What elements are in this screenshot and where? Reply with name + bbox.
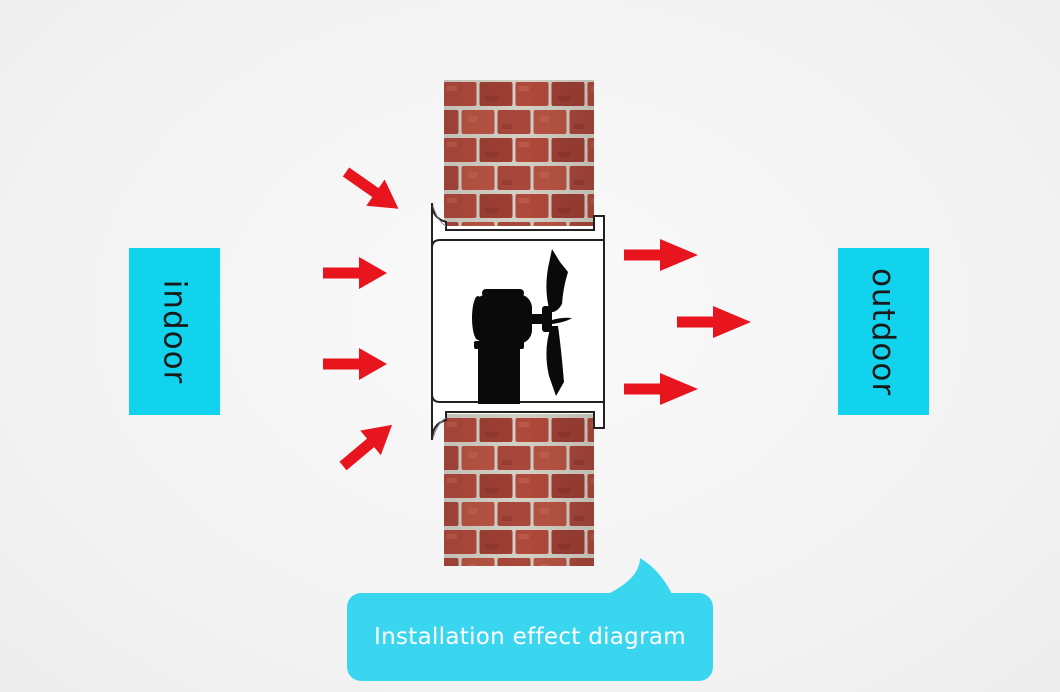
airflow-arrow-icon xyxy=(342,167,399,209)
airflow-arrows-indoor xyxy=(323,167,399,471)
outdoor-label-text: outdoor xyxy=(865,267,902,396)
outdoor-label: outdoor xyxy=(838,248,929,415)
airflow-arrow-icon xyxy=(624,373,698,405)
airflow-arrow-icon xyxy=(323,348,387,380)
indoor-label: indoor xyxy=(129,248,220,415)
airflow-arrow-icon xyxy=(339,424,393,471)
indoor-label-text: indoor xyxy=(156,279,193,384)
caption-text: Installation effect diagram xyxy=(374,624,686,650)
axial-fan-icon xyxy=(472,249,572,404)
brick-wall-bottom xyxy=(444,414,594,566)
airflow-arrows-outdoor xyxy=(624,239,751,405)
brick-wall-top xyxy=(444,80,594,230)
caption-bubble xyxy=(347,558,713,681)
airflow-arrow-icon xyxy=(624,239,698,271)
airflow-arrow-icon xyxy=(677,306,751,338)
airflow-arrow-icon xyxy=(323,257,387,289)
